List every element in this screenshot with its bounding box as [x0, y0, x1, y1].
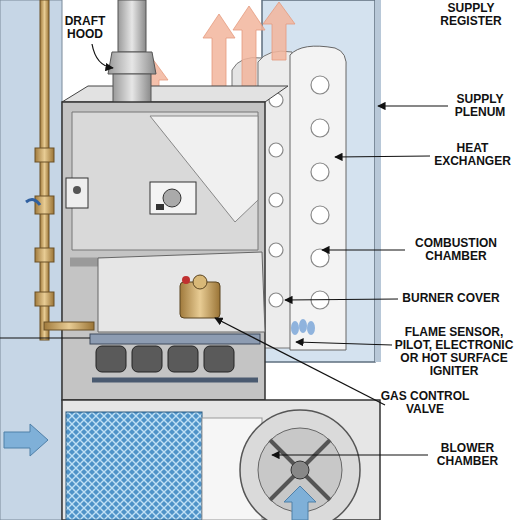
- blower-wheel: [240, 410, 360, 520]
- part-label: GAS CONTROL VALVE: [380, 390, 470, 416]
- part-label: SUPPLY REGISTER: [425, 2, 517, 28]
- heat-exchanger-dimples: [269, 76, 329, 309]
- part-label: HEAT EXCHANGER: [425, 142, 520, 168]
- heat-exchanger-panel: [290, 46, 346, 350]
- cabinet-top: [62, 86, 288, 102]
- baffle: [150, 116, 258, 222]
- air-filter: [66, 412, 202, 520]
- part-label: SUPPLY PLENUM: [440, 93, 520, 119]
- blower-hub: [291, 461, 309, 479]
- part-label: BURNER COVER: [385, 292, 517, 305]
- flames: [291, 319, 315, 335]
- return-air-arrow: [4, 424, 48, 456]
- gas-pipe-feed: [44, 322, 94, 330]
- cabinet-interior: [72, 112, 258, 250]
- valve-knob: [193, 275, 207, 289]
- part-label: BLOWER CHAMBER: [425, 442, 510, 468]
- flue-pipe: [118, 0, 146, 52]
- blower-air-arrow: [284, 486, 316, 520]
- gas-manifold: [90, 334, 260, 344]
- part-label: DRAFT HOOD: [55, 15, 115, 41]
- igniter-wire: [92, 378, 258, 383]
- cabinet: [62, 102, 265, 400]
- draft-hood: [108, 52, 156, 74]
- control-box: [150, 182, 196, 214]
- gas-pipe: [40, 0, 49, 340]
- part-label: FLAME SENSOR, PILOT, ELECTRONIC OR HOT S…: [388, 326, 520, 378]
- valve-button: [182, 276, 190, 284]
- pipe-fittings: [35, 148, 54, 306]
- control-dial: [163, 189, 181, 207]
- wall: [0, 0, 62, 520]
- shutoff-handle: [26, 200, 40, 205]
- plenum-edge: [375, 0, 381, 362]
- switch: [73, 186, 81, 194]
- terminal: [156, 204, 164, 210]
- burners: [96, 346, 234, 372]
- burner-cover: [98, 252, 265, 332]
- switch-box: [66, 178, 88, 208]
- part-label: COMBUSTION CHAMBER: [400, 237, 512, 263]
